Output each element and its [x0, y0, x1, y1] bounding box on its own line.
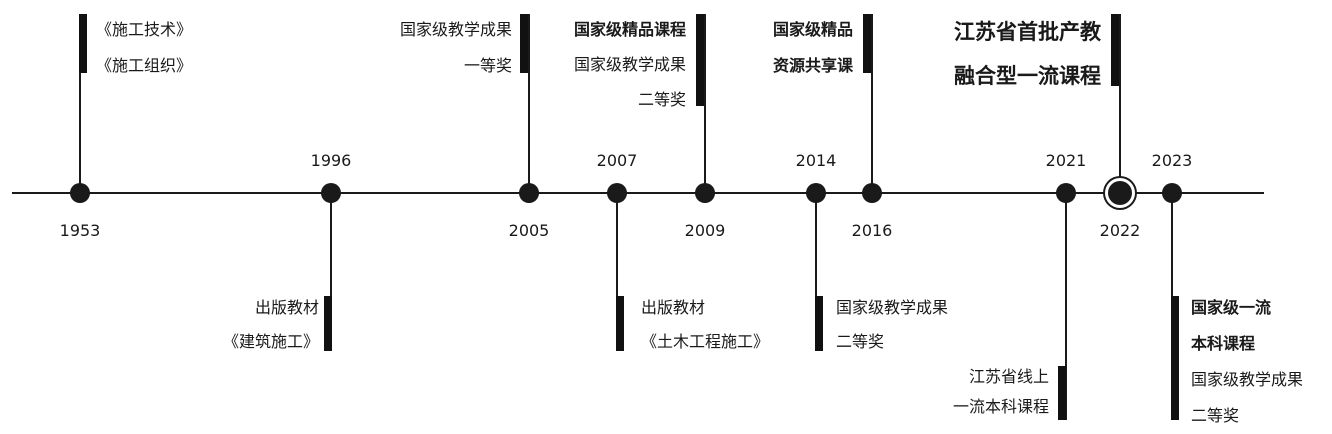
- note-2016: 国家级精品 资源共享课: [773, 12, 853, 84]
- node-2016: [862, 183, 882, 203]
- bar-2007: [616, 296, 624, 351]
- bar-2021: [1058, 366, 1066, 420]
- note-2005-line-2: 一等奖: [463, 56, 512, 75]
- node-2021: [1056, 183, 1076, 203]
- stem-1953: [79, 14, 81, 194]
- note-2009-line-3: 二等奖: [637, 90, 686, 109]
- note-1996: 出版教材 《建筑施工》: [223, 291, 319, 359]
- node-2007: [607, 183, 627, 203]
- timeline-axis: [12, 192, 1264, 194]
- node-1953: [70, 183, 90, 203]
- note-2016-line-2: 资源共享课: [772, 56, 853, 75]
- year-1996: 1996: [310, 151, 352, 170]
- stem-2009: [704, 14, 706, 194]
- stem-1996: [330, 193, 332, 351]
- bar-2009: [696, 14, 704, 106]
- bar-2023: [1171, 296, 1179, 420]
- timeline-diagram: 1953 1996 2005 2007 2009 2014 2016 2021 …: [12, 10, 1303, 425]
- year-2009: 2009: [684, 221, 726, 240]
- note-2014-line-2: 二等奖: [836, 332, 885, 351]
- year-2005: 2005: [508, 221, 550, 240]
- stem-2007: [616, 193, 618, 351]
- note-2023-line-2: 本科课程: [1191, 334, 1256, 353]
- note-1953-line-2: 《施工组织》: [96, 56, 193, 75]
- stem-2022: [1119, 14, 1121, 194]
- note-1996-line-1: 出版教材: [254, 298, 319, 317]
- node-2009: [695, 183, 715, 203]
- node-2022-highlight: [1108, 181, 1132, 205]
- bar-2005: [520, 14, 528, 73]
- note-2022: 江苏省首批产教 融合型一流课程: [954, 10, 1101, 98]
- stem-2014: [815, 193, 817, 351]
- note-2005-line-1: 国家级教学成果: [399, 20, 512, 39]
- node-2014: [806, 183, 826, 203]
- node-2005: [519, 183, 539, 203]
- bar-1953: [79, 14, 87, 73]
- note-2016-line-1: 国家级精品: [772, 20, 853, 39]
- stem-2005: [528, 14, 530, 194]
- note-2009: 国家级精品课程 国家级教学成果 二等奖: [574, 12, 686, 117]
- bar-2022: [1111, 14, 1119, 86]
- note-2023: 国家级一流 本科课程 国家级教学成果 二等奖: [1191, 290, 1303, 434]
- year-2016: 2016: [851, 221, 893, 240]
- note-2022-line-1: 江苏省首批产教: [954, 20, 1101, 44]
- note-2023-line-3: 国家级教学成果: [1191, 370, 1304, 389]
- note-2023-line-1: 国家级一流: [1191, 298, 1272, 317]
- bar-2014: [815, 296, 823, 351]
- year-1953: 1953: [59, 221, 101, 240]
- note-2023-line-4: 二等奖: [1191, 406, 1240, 425]
- note-2007: 出版教材 《土木工程施工》: [641, 291, 769, 359]
- note-2009-line-2: 国家级教学成果: [573, 55, 686, 74]
- year-2021: 2021: [1045, 151, 1087, 170]
- note-2005: 国家级教学成果 一等奖: [400, 12, 512, 84]
- node-2023: [1162, 183, 1182, 203]
- year-2007: 2007: [596, 151, 638, 170]
- stem-2016: [871, 14, 873, 194]
- note-2021-line-2: 一流本科课程: [952, 397, 1049, 416]
- bar-2016: [863, 14, 871, 73]
- year-2014: 2014: [795, 151, 837, 170]
- bar-1996: [324, 296, 332, 351]
- note-1953-line-1: 《施工技术》: [96, 20, 193, 39]
- note-1996-line-2: 《建筑施工》: [222, 332, 319, 351]
- note-2022-line-2: 融合型一流课程: [954, 64, 1101, 88]
- note-2014-line-1: 国家级教学成果: [836, 298, 949, 317]
- note-2014: 国家级教学成果 二等奖: [836, 291, 948, 359]
- year-2022: 2022: [1099, 221, 1141, 240]
- note-2021-line-1: 江苏省线上: [968, 367, 1049, 386]
- note-2021: 江苏省线上 一流本科课程: [953, 362, 1049, 422]
- year-2023: 2023: [1151, 151, 1193, 170]
- note-2007-line-2: 《土木工程施工》: [641, 332, 770, 351]
- stem-2021: [1065, 193, 1067, 420]
- node-1996: [321, 183, 341, 203]
- note-1953: 《施工技术》 《施工组织》: [96, 12, 192, 84]
- note-2009-line-1: 国家级精品课程: [573, 20, 686, 39]
- note-2007-line-1: 出版教材: [641, 298, 706, 317]
